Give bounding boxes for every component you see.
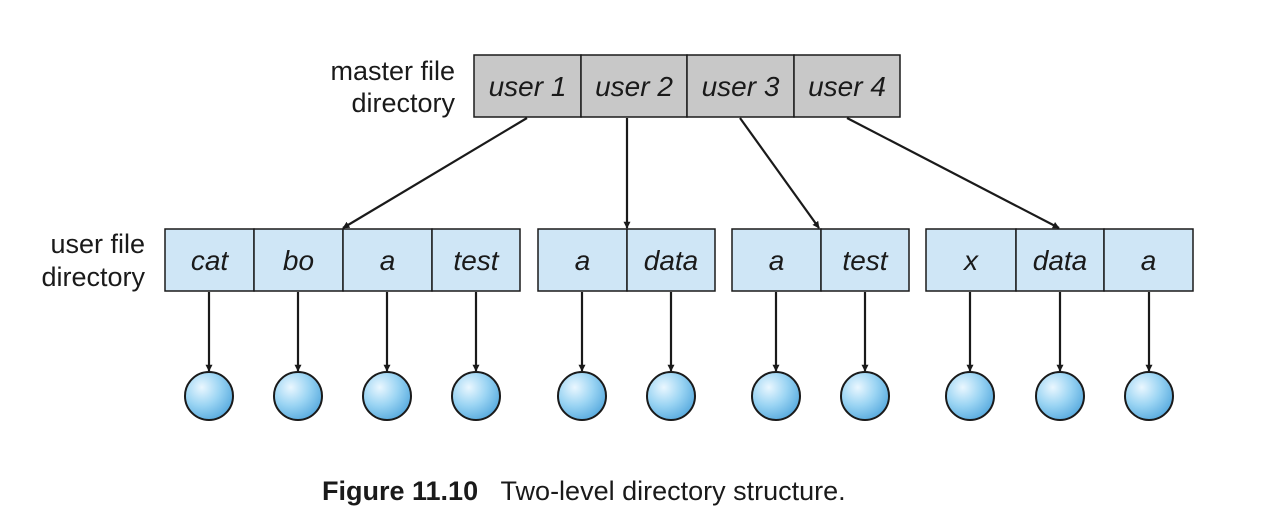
file-node: [362, 371, 412, 421]
user-directory-group-2: a data: [537, 228, 716, 292]
arrow-user-3: [739, 117, 820, 229]
user-entry-a: a: [342, 228, 433, 292]
user-directory-group-1: cat bo a test: [164, 228, 521, 292]
user-entry-x: x: [925, 228, 1017, 292]
file-node: [646, 371, 696, 421]
svg-text:a: a: [380, 245, 396, 276]
file-nodes: [184, 371, 1174, 421]
figure-caption: Figure 11.10 Two-level directory structu…: [322, 476, 846, 506]
user-entry-test: test: [820, 228, 910, 292]
user-entry-data: data: [1015, 228, 1105, 292]
file-node: [945, 371, 995, 421]
svg-text:user 2: user 2: [595, 71, 673, 102]
arrow-user-1: [342, 117, 528, 229]
master-to-user-arrows: [342, 117, 1060, 229]
user-directory-group-4: x data a: [925, 228, 1194, 292]
svg-text:a: a: [769, 245, 785, 276]
svg-text:test: test: [842, 245, 888, 276]
svg-text:user 1: user 1: [489, 71, 567, 102]
user-entry-bo: bo: [253, 228, 344, 292]
svg-text:test: test: [453, 245, 499, 276]
file-node: [751, 371, 801, 421]
svg-text:user 4: user 4: [808, 71, 886, 102]
master-directory: user 1 user 2 user 3 user 4: [473, 54, 901, 118]
svg-text:bo: bo: [283, 245, 314, 276]
file-node: [557, 371, 607, 421]
svg-text:data: data: [644, 245, 699, 276]
user-entry-data: data: [626, 228, 716, 292]
user-entry-cat: cat: [164, 228, 255, 292]
file-node: [184, 371, 234, 421]
user-entry-a: a: [537, 228, 628, 292]
svg-text:cat: cat: [191, 245, 230, 276]
file-node: [451, 371, 501, 421]
file-node: [1035, 371, 1085, 421]
svg-text:x: x: [962, 245, 979, 276]
figure-number: Figure 11.10: [322, 476, 478, 506]
svg-text:a: a: [1141, 245, 1157, 276]
user-entry-a: a: [731, 228, 822, 292]
master-entry-user-4: user 4: [793, 54, 901, 118]
master-entry-user-3: user 3: [686, 54, 795, 118]
entry-to-file-arrows: [205, 292, 1153, 372]
svg-text:data: data: [1033, 245, 1088, 276]
master-directory-label-line1: master file: [330, 56, 455, 86]
master-entry-user-1: user 1: [473, 54, 582, 118]
master-directory-label-line2: directory: [351, 88, 455, 118]
svg-text:a: a: [575, 245, 591, 276]
user-entry-test: test: [431, 228, 521, 292]
master-entry-user-2: user 2: [580, 54, 688, 118]
user-entry-a: a: [1103, 228, 1194, 292]
file-node: [1124, 371, 1174, 421]
file-node: [840, 371, 890, 421]
figure-caption-text: Two-level directory structure.: [501, 476, 846, 506]
svg-text:user 3: user 3: [702, 71, 780, 102]
user-directory-label-line1: user file: [50, 229, 145, 259]
user-directory-group-3: a test: [731, 228, 910, 292]
arrow-user-4: [846, 117, 1060, 229]
user-directory-label-line2: directory: [41, 262, 145, 292]
file-node: [273, 371, 323, 421]
